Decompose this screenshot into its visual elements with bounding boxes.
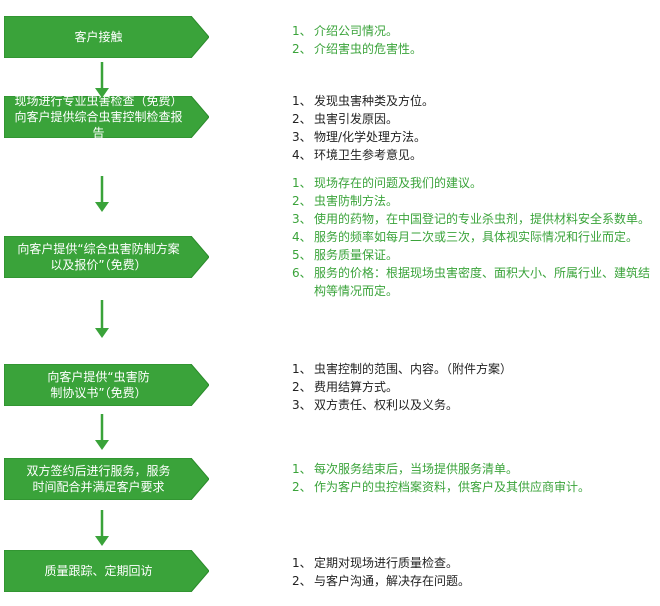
step-label: 双方签约后进行服务，服务 时间配合并满足客户要求 — [26, 464, 171, 494]
note-text: 作为客户的虫控档案资料，供客户及其供应商审计。 — [314, 480, 591, 494]
note-text: 虫害引发原因。 — [314, 112, 399, 126]
note-item: 3、使用的药物，在中国登记的专业杀虫剂，提供材料安全系数单。 — [292, 210, 654, 228]
note-text: 介绍害虫的危害性。 — [314, 42, 423, 56]
note-number: 1、 — [292, 362, 312, 376]
flow-step-3: 向客户提供“综合虫害防制方案 以及报价”（免费） — [4, 236, 209, 278]
note-item: 2、虫害引发原因。 — [292, 110, 654, 128]
note-text: 与客户沟通，解决存在问题。 — [314, 574, 471, 588]
note-item: 3、物理/化学处理方法。 — [292, 128, 654, 146]
step-label: 向客户提供“综合虫害防制方案 以及报价”（免费） — [17, 242, 180, 272]
note-number: 3、 — [292, 398, 312, 412]
note-number: 1、 — [292, 94, 312, 108]
step-label: 客户接触 — [74, 30, 123, 44]
flow-step-6: 质量跟踪、定期回访 — [4, 550, 209, 592]
note-text: 服务质量保证。 — [314, 248, 399, 262]
note-text: 虫害控制的范围、内容。（附件方案） — [314, 362, 513, 376]
step-label: 现场进行专业虫害检查（免费） 向客户提供综合虫害控制检查报告 — [14, 94, 183, 140]
note-text: 物理/化学处理方法。 — [314, 130, 427, 144]
note-number: 1、 — [292, 24, 312, 38]
note-item: 3、双方责任、权利以及义务。 — [292, 396, 654, 414]
note-text: 双方责任、权利以及义务。 — [314, 398, 459, 412]
step-shape — [4, 550, 209, 592]
note-item: 1、每次服务结束后，当场提供服务清单。 — [292, 460, 654, 478]
note-number: 2、 — [292, 574, 312, 588]
step-shape — [4, 96, 209, 138]
note-item: 4、环境卫生参考意见。 — [292, 146, 654, 164]
note-text: 介绍公司情况。 — [314, 24, 399, 38]
note-text: 使用的药物，在中国登记的专业杀虫剂，提供材料安全系数单。 — [314, 212, 651, 226]
note-number: 2、 — [292, 380, 312, 394]
step-2-notes: 1、发现虫害种类及方位。2、虫害引发原因。3、物理/化学处理方法。4、环境卫生参… — [292, 92, 654, 164]
note-number: 3、 — [292, 212, 312, 226]
step-shape — [4, 364, 209, 406]
note-item: 2、费用结算方式。 — [292, 378, 654, 396]
step-4-notes: 1、虫害控制的范围、内容。（附件方案）2、费用结算方式。3、双方责任、权利以及义… — [292, 360, 654, 414]
note-number: 1、 — [292, 176, 312, 190]
note-text: 服务的价格：根据现场虫害密度、面积大小、所属行业、建筑结构等情况而定。 — [314, 266, 651, 298]
note-item: 6、服务的价格：根据现场虫害密度、面积大小、所属行业、建筑结构等情况而定。 — [292, 264, 654, 300]
note-number: 5、 — [292, 248, 312, 262]
note-text: 定期对现场进行质量检查。 — [314, 556, 459, 570]
step-3-notes: 1、现场存在的问题及我们的建议。2、虫害防制方法。3、使用的药物，在中国登记的专… — [292, 174, 654, 300]
flow-arrow-down-icon — [92, 176, 112, 212]
note-text: 服务的频率如每月二次或三次，具体视实际情况和行业而定。 — [314, 230, 639, 244]
note-item: 1、介绍公司情况。 — [292, 22, 654, 40]
note-number: 4、 — [292, 148, 312, 162]
note-text: 每次服务结束后，当场提供服务清单。 — [314, 462, 519, 476]
note-number: 3、 — [292, 130, 312, 144]
flow-step-4: 向客户提供“虫害防 制协议书”（免费） — [4, 364, 209, 406]
note-item: 2、作为客户的虫控档案资料，供客户及其供应商审计。 — [292, 478, 654, 496]
note-text: 环境卫生参考意见。 — [314, 148, 423, 162]
note-item: 1、定期对现场进行质量检查。 — [292, 554, 654, 572]
note-item: 1、发现虫害种类及方位。 — [292, 92, 654, 110]
flow-arrow-down-icon — [92, 414, 112, 450]
note-number: 4、 — [292, 230, 312, 244]
step-shape — [4, 458, 209, 500]
flow-arrow-down-icon — [92, 300, 112, 338]
note-item: 1、现场存在的问题及我们的建议。 — [292, 174, 654, 192]
note-number: 1、 — [292, 556, 312, 570]
step-6-notes: 1、定期对现场进行质量检查。2、与客户沟通，解决存在问题。 — [292, 554, 654, 590]
note-text: 现场存在的问题及我们的建议。 — [314, 176, 483, 190]
note-number: 2、 — [292, 480, 312, 494]
note-item: 5、服务质量保证。 — [292, 246, 654, 264]
step-1-notes: 1、介绍公司情况。2、介绍害虫的危害性。 — [292, 22, 654, 58]
note-item: 2、与客户沟通，解决存在问题。 — [292, 572, 654, 590]
step-shape — [4, 236, 209, 278]
step-label: 向客户提供“虫害防 制协议书”（免费） — [47, 370, 150, 400]
note-item: 1、虫害控制的范围、内容。（附件方案） — [292, 360, 654, 378]
note-item: 2、虫害防制方法。 — [292, 192, 654, 210]
note-text: 费用结算方式。 — [314, 380, 399, 394]
flow-arrow-down-icon — [92, 62, 112, 98]
note-text: 发现虫害种类及方位。 — [314, 94, 435, 108]
note-number: 2、 — [292, 42, 312, 56]
note-item: 2、介绍害虫的危害性。 — [292, 40, 654, 58]
flow-step-2: 现场进行专业虫害检查（免费） 向客户提供综合虫害控制检查报告 — [4, 94, 209, 140]
step-shape — [4, 16, 209, 58]
note-number: 1、 — [292, 462, 312, 476]
flow-step-5: 双方签约后进行服务，服务 时间配合并满足客户要求 — [4, 458, 209, 500]
note-text: 虫害防制方法。 — [314, 194, 399, 208]
step-5-notes: 1、每次服务结束后，当场提供服务清单。2、作为客户的虫控档案资料，供客户及其供应… — [292, 460, 654, 496]
flow-arrow-down-icon — [92, 510, 112, 546]
note-item: 4、服务的频率如每月二次或三次，具体视实际情况和行业而定。 — [292, 228, 654, 246]
note-number: 2、 — [292, 112, 312, 126]
note-number: 6、 — [292, 266, 312, 280]
flow-step-1: 客户接触 — [4, 16, 209, 58]
step-label: 质量跟踪、定期回访 — [44, 564, 153, 578]
note-number: 2、 — [292, 194, 312, 208]
